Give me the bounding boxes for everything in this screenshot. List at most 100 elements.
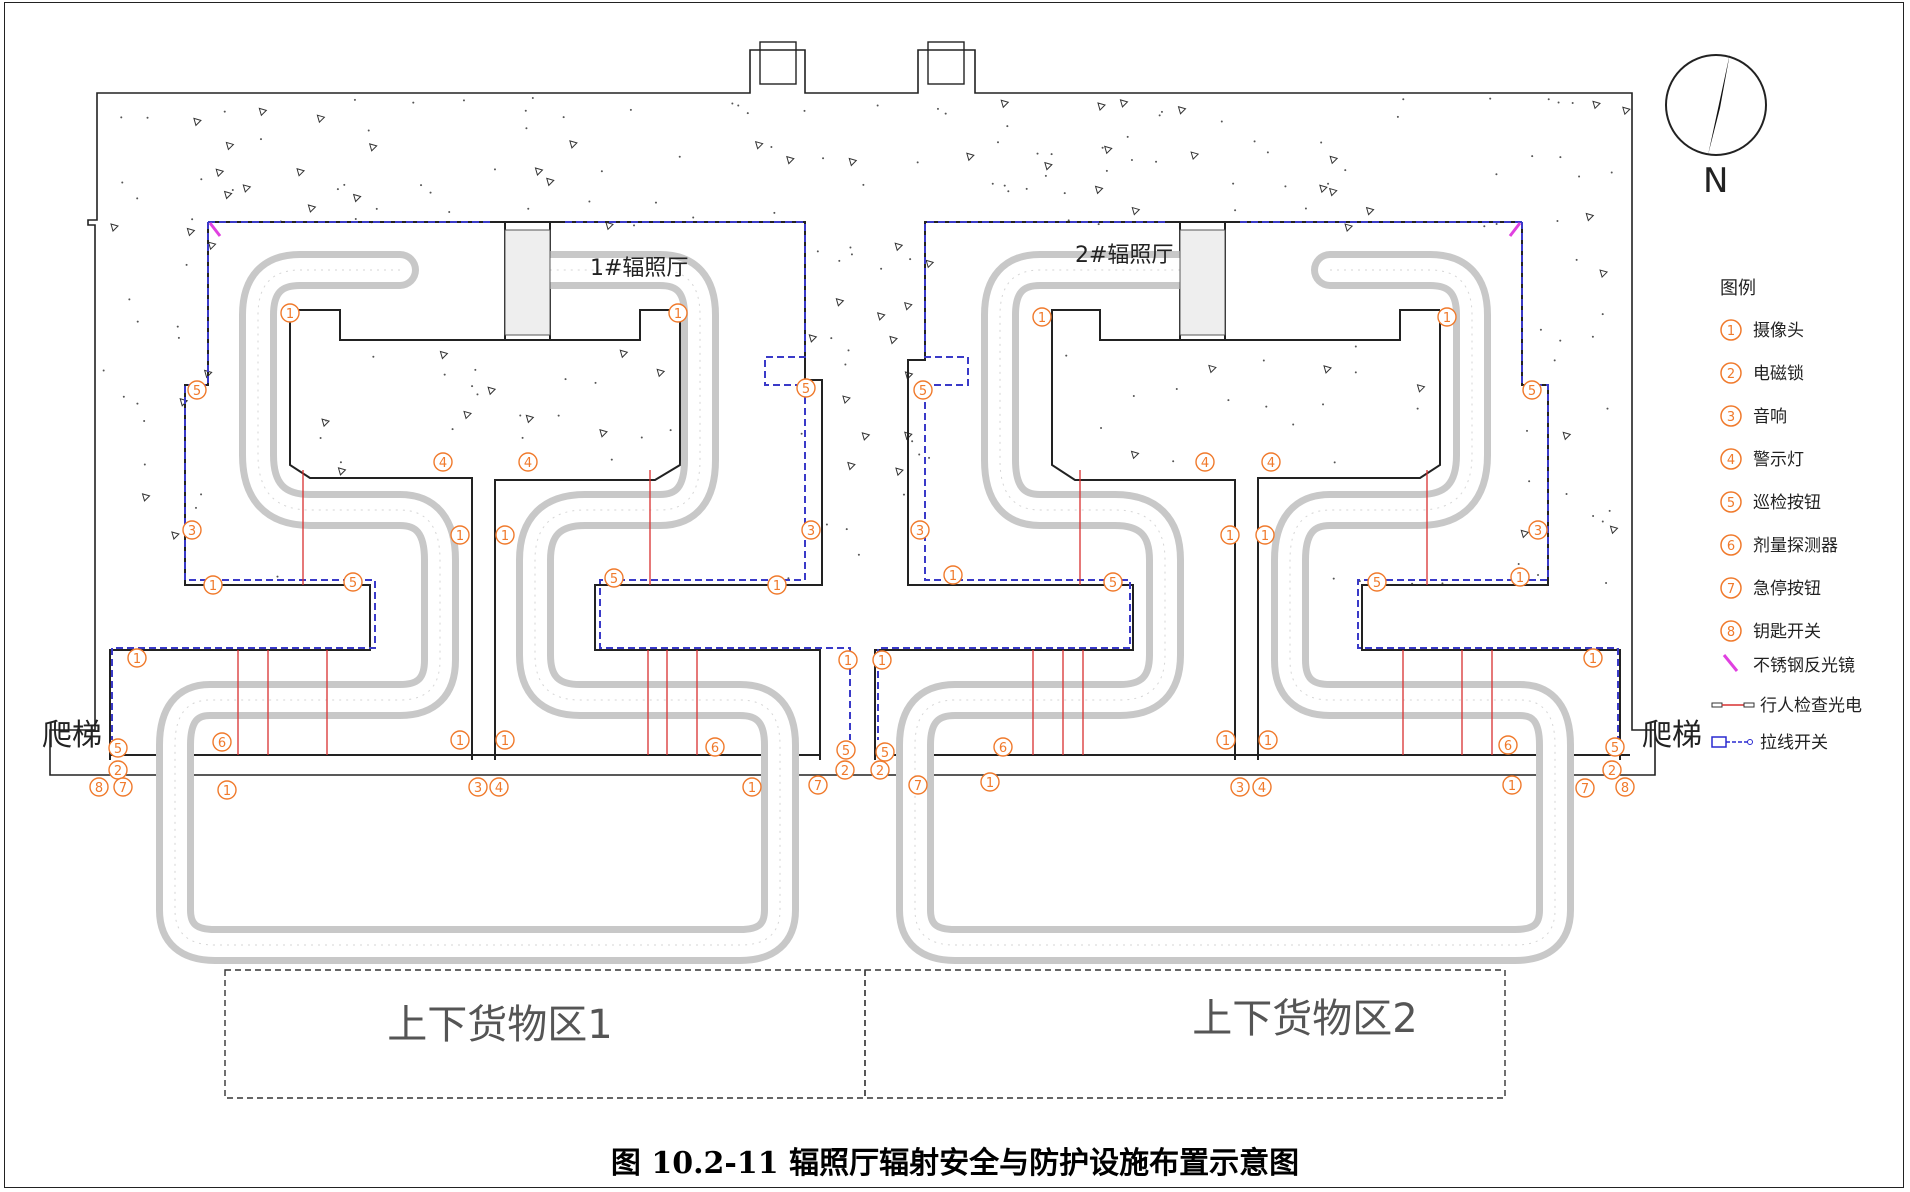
svg-text:1: 1 (1226, 529, 1234, 544)
legend-item-patrol-button: 5 巡检按钮 (1720, 491, 1821, 513)
marker-3: 3 (801, 520, 821, 540)
hall-2-label: 2#辐照厅 (1075, 243, 1173, 268)
marker-5: 5 (913, 380, 933, 400)
svg-text:1: 1 (1038, 311, 1046, 326)
emergency-stop-icon: 7 (1720, 577, 1742, 599)
compass-circle (1665, 54, 1767, 156)
conveyor-rollers (174, 269, 1556, 946)
marker-7: 7 (1575, 778, 1595, 798)
svg-text:5: 5 (1727, 496, 1735, 511)
svg-text:3: 3 (807, 524, 815, 539)
marker-1: 1 (1220, 525, 1240, 545)
svg-text:6: 6 (999, 741, 1007, 756)
marker-1: 1 (1437, 307, 1457, 327)
marker-1: 1 (943, 565, 963, 585)
svg-text:4: 4 (1727, 453, 1735, 468)
marker-2: 2 (835, 760, 855, 780)
marker-1: 1 (450, 730, 470, 750)
marker-8: 8 (1615, 777, 1635, 797)
svg-text:2: 2 (114, 764, 122, 779)
cargo-area-2 (864, 969, 1506, 1099)
dose-detector-icon: 6 (1720, 534, 1742, 556)
svg-text:5: 5 (610, 572, 618, 587)
svg-text:2: 2 (1608, 764, 1616, 779)
svg-text:1: 1 (878, 654, 886, 669)
patrol-button-icon: 5 (1720, 491, 1742, 513)
drawing-frame (4, 2, 1904, 1188)
svg-text:1: 1 (1589, 652, 1597, 667)
cargo-area-1-label: 上下货物区1 (387, 1002, 612, 1048)
legend-item-dose-detector: 6 剂量探测器 (1720, 534, 1838, 556)
shield-wall-outline (49, 49, 1656, 776)
svg-text:6: 6 (218, 736, 226, 751)
conveyor-inner (163, 258, 1567, 957)
marker-5: 5 (343, 572, 363, 592)
legend-label: 急停按钮 (1753, 579, 1821, 599)
legend-label: 警示灯 (1753, 450, 1804, 470)
svg-text:2: 2 (876, 764, 884, 779)
electromagnetic-lock-icon: 2 (1720, 362, 1742, 384)
svg-text:1: 1 (456, 529, 464, 544)
marker-8: 8 (89, 777, 109, 797)
svg-text:1: 1 (674, 307, 682, 322)
svg-text:5: 5 (1528, 384, 1536, 399)
marker-7: 7 (808, 775, 828, 795)
vent-shaft-1 (759, 41, 797, 85)
marker-1: 1 (1510, 567, 1530, 587)
svg-text:6: 6 (711, 741, 719, 756)
svg-text:3: 3 (1534, 524, 1542, 539)
concrete-texture (102, 97, 1631, 651)
svg-text:7: 7 (814, 779, 822, 794)
svg-text:6: 6 (1727, 539, 1735, 554)
svg-text:1: 1 (844, 654, 852, 669)
svg-text:2: 2 (841, 764, 849, 779)
speaker-icon: 3 (1720, 405, 1742, 427)
marker-6: 6 (212, 732, 232, 752)
vent-shaft-2 (927, 41, 965, 85)
mirror-2 (1508, 222, 1522, 237)
svg-text:5: 5 (802, 382, 810, 397)
ladder-left-label: 爬梯 (42, 718, 102, 753)
svg-text:4: 4 (495, 781, 503, 796)
marker-2: 2 (1602, 760, 1622, 780)
svg-text:1: 1 (501, 734, 509, 749)
marker-3: 3 (1528, 520, 1548, 540)
marker-1: 1 (495, 525, 515, 545)
legend-label: 巡检按钮 (1753, 493, 1821, 513)
svg-text:4: 4 (524, 456, 532, 471)
pedestrian-photoelectric-beams (237, 470, 1493, 755)
marker-1: 1 (1032, 307, 1052, 327)
legend-symbol-photoelectric: 行人检查光电 (1711, 696, 1862, 716)
legend-label: 电磁锁 (1753, 364, 1804, 384)
figure-caption: 图 10.2-11 辐照厅辐射安全与防护设施布置示意图 (610, 1146, 1300, 1181)
svg-text:1: 1 (1516, 571, 1524, 586)
pull-wire-circuits (111, 221, 1619, 740)
svg-text:5: 5 (919, 384, 927, 399)
source-rack-2 (1179, 229, 1226, 336)
marker-1: 1 (1583, 648, 1603, 668)
svg-text:1: 1 (223, 784, 231, 799)
svg-text:1: 1 (501, 529, 509, 544)
marker-1: 1 (980, 772, 1000, 792)
svg-text:5: 5 (1109, 576, 1117, 591)
north-label: N (1703, 161, 1728, 201)
marker-1: 1 (203, 575, 223, 595)
svg-text:1: 1 (456, 734, 464, 749)
svg-text:4: 4 (1201, 456, 1209, 471)
svg-text:7: 7 (119, 781, 127, 796)
marker-1: 1 (495, 730, 515, 750)
marker-4: 4 (1261, 452, 1281, 472)
marker-5: 5 (1605, 737, 1625, 757)
svg-text:4: 4 (1267, 456, 1275, 471)
svg-text:5: 5 (349, 576, 357, 591)
legend-label: 剂量探测器 (1753, 536, 1838, 556)
svg-text:8: 8 (95, 781, 103, 796)
legend-label: 拉线开关 (1760, 733, 1828, 753)
svg-text:8: 8 (1621, 781, 1629, 796)
north-needle-icon (1708, 53, 1730, 155)
